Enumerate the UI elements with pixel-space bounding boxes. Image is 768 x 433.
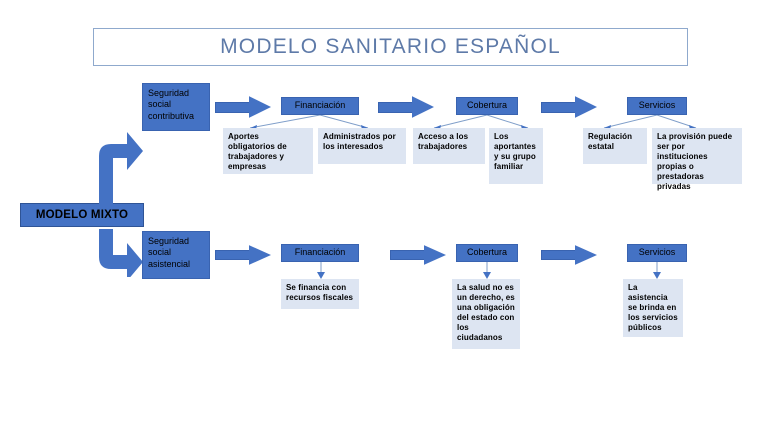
stage-header-cobertura-contributiva: Cobertura: [456, 97, 518, 115]
stage-header-financiacion-asistencial: Financiación: [281, 244, 359, 262]
right-block-arrow-icon-6: [541, 245, 597, 265]
detail-box-financiacion-contributiva-1: Aportes obligatorios de trabajadores y e…: [223, 128, 313, 174]
right-block-arrow-icon-2: [378, 96, 434, 118]
detail-box-cobertura-asistencial-1: La salud no es un derecho, es una obliga…: [452, 279, 520, 349]
detail-box-financiacion-asistencial-1: Se financia con recursos fiscales: [281, 279, 359, 309]
connector-line-arrow-icon-6: [650, 262, 664, 280]
stage-header-label: Cobertura: [466, 100, 508, 111]
detail-box-cobertura-contributiva-2: Los aportantes y su grupo familiar: [489, 128, 543, 184]
branch-node-contributiva: Seguridad social contributiva: [142, 83, 210, 131]
detail-box-financiacion-contributiva-2: Administrados por los interesados: [318, 128, 406, 164]
connector-line-arrow-icon-5: [480, 262, 494, 280]
stage-header-label: Financiación: [294, 100, 346, 111]
stage-header-cobertura-asistencial: Cobertura: [456, 244, 518, 262]
elbow-arrow-down-right-icon: [93, 229, 145, 277]
branch-node-label: Seguridad social asistencial: [148, 236, 191, 269]
detail-box-text: Regulación estatal: [588, 132, 633, 151]
branch-node-asistencial: Seguridad social asistencial: [142, 231, 210, 279]
stage-header-label: Cobertura: [466, 247, 508, 258]
page-title: MODELO SANITARIO ESPAÑOL: [220, 35, 561, 58]
detail-box-text: Aportes obligatorios de trabajadores y e…: [228, 132, 287, 171]
stage-header-label: Servicios: [638, 100, 676, 111]
right-block-arrow-icon-4: [215, 245, 271, 265]
connector-line-arrow-icon-4: [314, 262, 328, 280]
right-block-arrow-icon-3: [541, 96, 597, 118]
stage-header-label: Financiación: [294, 247, 346, 258]
stage-header-financiacion-contributiva: Financiación: [281, 97, 359, 115]
detail-box-cobertura-contributiva-1: Acceso a los trabajadores: [413, 128, 485, 164]
detail-box-servicios-contributiva-2: La provisión puede ser por instituciones…: [652, 128, 742, 191]
branch-node-label: Seguridad social contributiva: [148, 88, 195, 121]
detail-box-text: La asistencia se brinda en los servicios…: [628, 283, 678, 332]
stage-header-servicios-asistencial: Servicios: [627, 244, 687, 262]
detail-box-text: La provisión puede ser por instituciones…: [657, 132, 733, 191]
stage-header-label: Servicios: [638, 247, 676, 258]
stage-header-servicios-contributiva: Servicios: [627, 97, 687, 115]
right-block-arrow-icon-1: [215, 96, 271, 118]
detail-box-servicios-asistencial-1: La asistencia se brinda en los servicios…: [623, 279, 683, 337]
root-node-modelo-mixto: MODELO MIXTO: [20, 203, 144, 227]
detail-box-servicios-contributiva-1: Regulación estatal: [583, 128, 647, 164]
detail-box-text: Administrados por los interesados: [323, 132, 396, 151]
detail-box-text: Acceso a los trabajadores: [418, 132, 469, 151]
detail-box-text: Los aportantes y su grupo familiar: [494, 132, 536, 171]
detail-box-text: Se financia con recursos fiscales: [286, 283, 354, 302]
diagram-title-box: MODELO SANITARIO ESPAÑOL: [93, 28, 688, 66]
root-node-label: MODELO MIXTO: [35, 208, 129, 221]
elbow-arrow-up-right-icon: [93, 130, 145, 208]
right-block-arrow-icon-5: [390, 245, 446, 265]
detail-box-text: La salud no es un derecho, es una obliga…: [457, 283, 515, 342]
